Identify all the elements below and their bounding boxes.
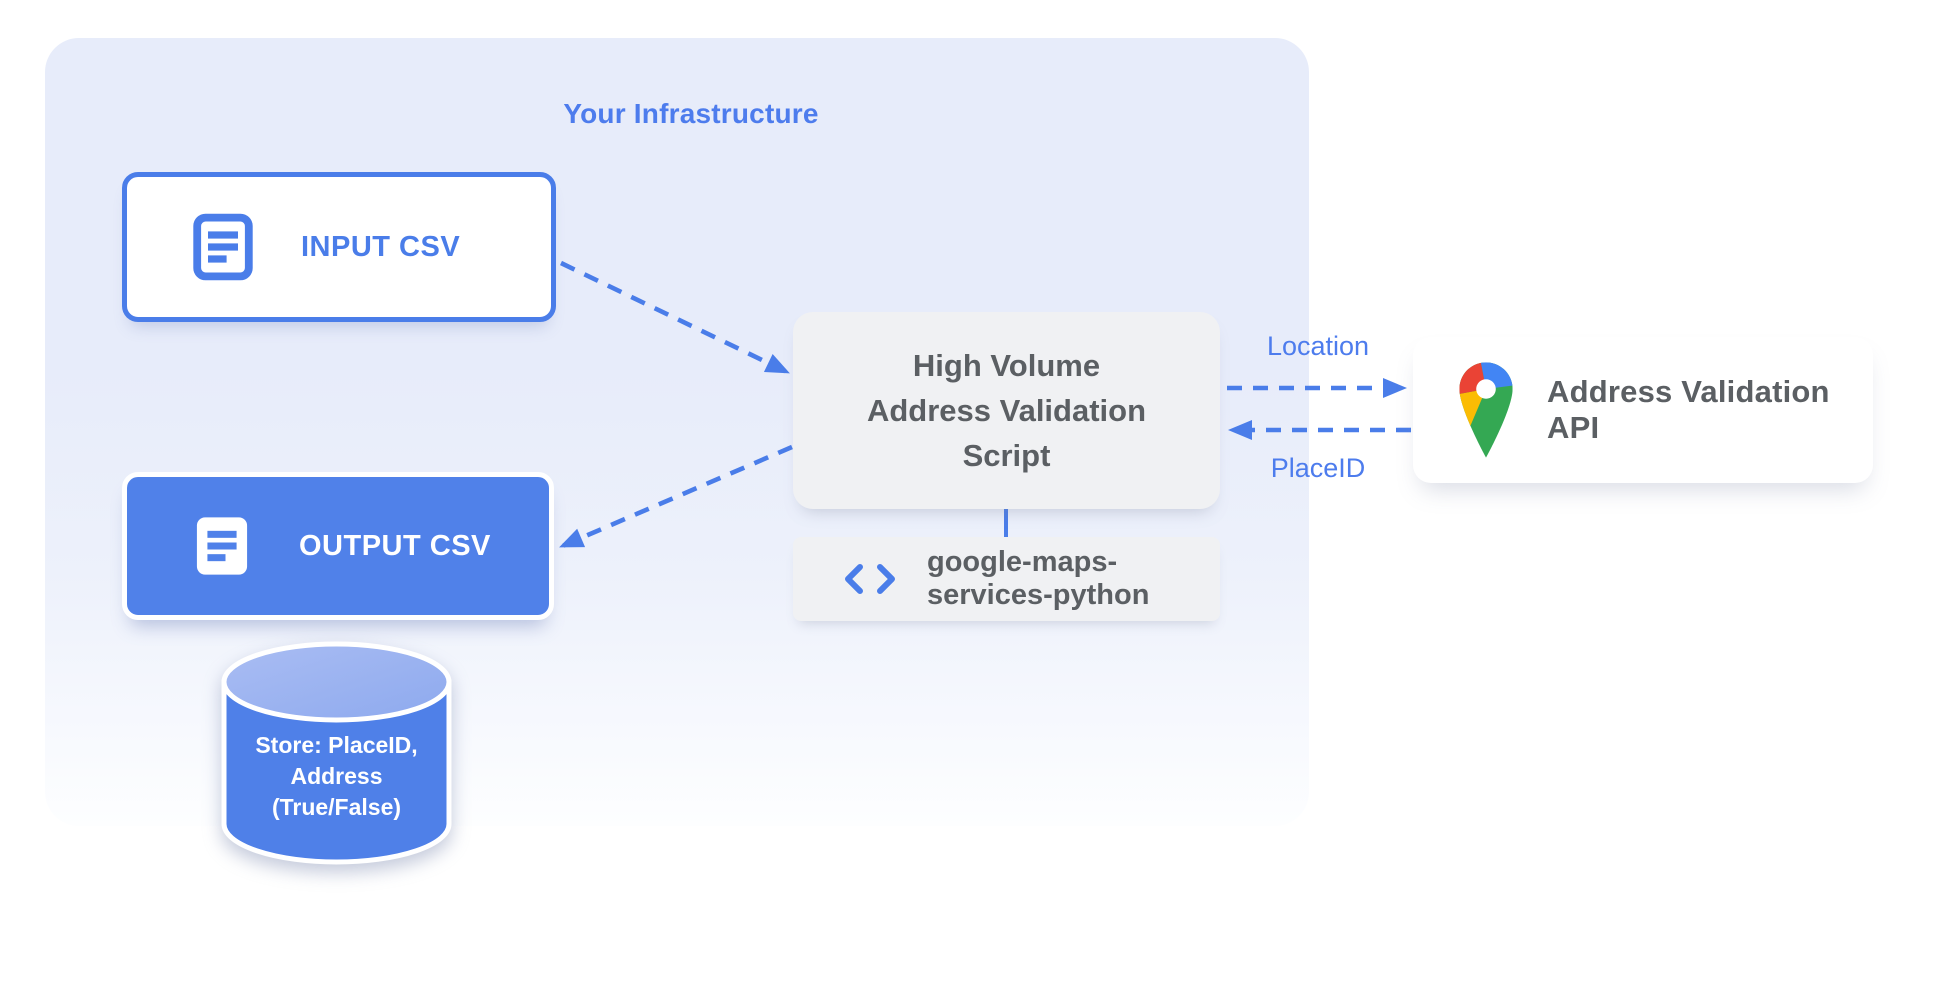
datastore-cylinder: Store: PlaceID, Address (True/False) [218, 636, 455, 884]
datastore-label: Store: PlaceID, Address (True/False) [255, 732, 418, 820]
location-edge-label: Location [1266, 331, 1370, 361]
script-label: High Volume Address Validation Script [866, 348, 1147, 473]
google-maps-pin-icon [1451, 361, 1521, 459]
input-csv-label: INPUT CSV [301, 230, 461, 263]
library-node: google-maps- services-python [793, 537, 1220, 621]
infrastructure-title: Your Infrastructure [563, 98, 819, 129]
document-icon [187, 511, 257, 581]
code-icon [843, 563, 897, 595]
output-csv-label: OUTPUT CSV [299, 529, 491, 562]
api-label: Address Validation API [1547, 374, 1830, 445]
library-label: google-maps- services-python [927, 546, 1150, 611]
api-node: Address Validation API [1413, 337, 1873, 483]
output-csv-node: OUTPUT CSV [122, 472, 554, 620]
document-icon [187, 211, 259, 283]
input-csv-node: INPUT CSV [122, 172, 556, 322]
cylinder-shape [221, 641, 452, 865]
script-node: High Volume Address Validation Script [793, 312, 1220, 509]
placeid-edge-label: PlaceID [1270, 453, 1366, 483]
